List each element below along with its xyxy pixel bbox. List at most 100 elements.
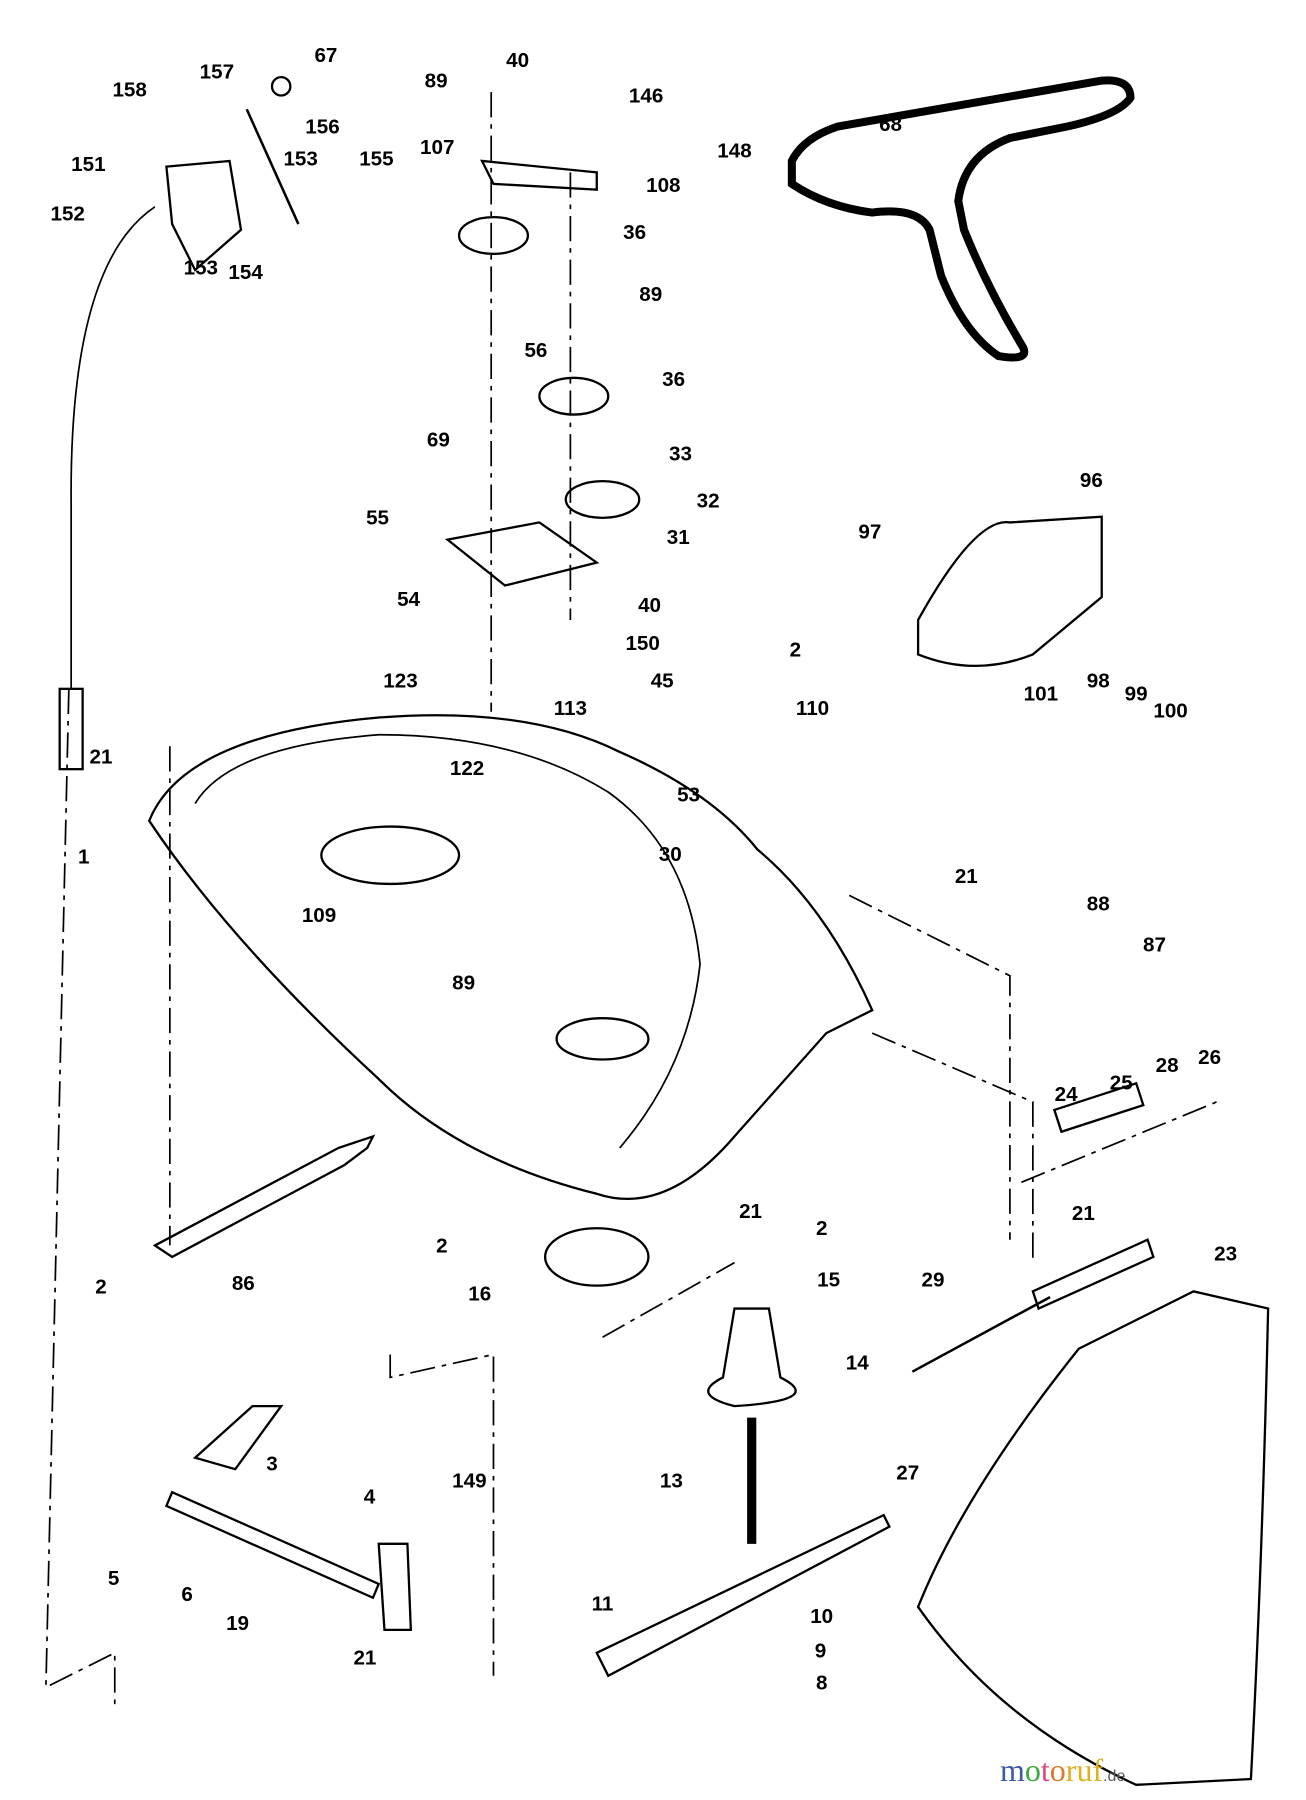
watermark-brand: motoruf [1000,1752,1103,1788]
part-label-146: 146 [629,84,663,107]
part-label-2: 2 [816,1217,827,1240]
watermark-letter: u [1076,1752,1093,1788]
part-label-5: 5 [108,1567,119,1590]
part-label-69: 69 [427,429,450,452]
watermark-letter: o [1024,1752,1041,1788]
part-label-2: 2 [790,639,801,662]
watermark-letter: o [1049,1752,1066,1788]
part-label-157: 157 [200,60,234,83]
part-label-53: 53 [677,783,700,806]
bracket-55 [444,521,600,587]
discharge-chute-27 [916,1290,1270,1786]
pulley-36-upper [457,216,530,256]
part-label-13: 13 [660,1470,683,1493]
part-label-19: 19 [226,1612,249,1635]
part-label-150: 150 [625,632,659,655]
part-label-24: 24 [1055,1083,1078,1106]
part-label-149: 149 [452,1470,486,1493]
part-label-27: 27 [896,1462,919,1485]
part-label-97: 97 [858,520,881,543]
watermark-letter: r [1065,1752,1077,1788]
part-label-89: 89 [452,972,475,995]
part-label-6: 6 [181,1583,192,1606]
part-label-2: 2 [95,1276,106,1299]
blade-11 [595,1513,891,1678]
part-label-67: 67 [314,44,337,67]
part-label-87: 87 [1143,934,1166,957]
part-label-21: 21 [739,1200,762,1223]
part-label-1: 1 [78,845,89,868]
part-label-29: 29 [922,1269,945,1292]
bracket-151 [165,159,243,272]
part-label-16: 16 [468,1283,491,1306]
spring-25 [1052,1081,1145,1134]
part-label-15: 15 [817,1269,840,1292]
bracket-4 [377,1542,413,1632]
part-label-56: 56 [524,339,547,362]
part-label-26: 26 [1198,1046,1221,1069]
lever-157 [245,108,300,225]
part-label-40: 40 [638,594,661,617]
idler-arm-108 [480,159,598,191]
deck-pulley [320,825,461,886]
part-label-153: 153 [184,257,218,280]
part-label-8: 8 [816,1672,827,1695]
part-label-14: 14 [846,1351,869,1374]
part-label-86: 86 [232,1272,255,1295]
knob-67 [270,76,292,97]
part-label-99: 99 [1125,682,1148,705]
part-label-45: 45 [651,670,674,693]
part-label-23: 23 [1214,1242,1237,1265]
part-label-32: 32 [697,490,720,513]
watermark-letter: t [1040,1752,1050,1788]
part-label-156: 156 [305,115,339,138]
part-label-40: 40 [506,49,529,72]
belt-68 [787,76,1135,362]
part-label-109: 109 [302,904,336,927]
part-label-3: 3 [266,1452,277,1475]
part-label-9: 9 [815,1639,826,1662]
part-label-100: 100 [1153,700,1187,723]
part-label-101: 101 [1024,682,1058,705]
part-label-148: 148 [717,139,751,162]
pulley-36-lower [538,376,610,416]
watermark-letter: m [1000,1752,1025,1788]
part-label-10: 10 [810,1605,833,1628]
part-label-36: 36 [662,368,685,391]
baffle-16 [543,1227,650,1287]
pulley-32 [564,479,641,519]
part-label-89: 89 [639,283,662,306]
part-label-30: 30 [659,843,682,866]
part-label-21: 21 [353,1646,376,1669]
watermark-tld: .de [1103,1768,1126,1785]
bracket-3 [192,1404,284,1471]
part-label-96: 96 [1080,469,1103,492]
part-label-68: 68 [879,113,902,136]
part-label-33: 33 [669,442,692,465]
mower-deck [147,714,874,1201]
spindle-14 [707,1307,797,1408]
part-label-21: 21 [1072,1202,1095,1225]
part-label-88: 88 [1087,892,1110,915]
part-label-158: 158 [112,79,146,102]
part-label-55: 55 [366,507,389,530]
spring-cable [58,687,84,771]
part-label-54: 54 [397,588,420,611]
part-label-4: 4 [364,1486,376,1509]
part-label-25: 25 [1110,1071,1133,1094]
part-label-113: 113 [554,697,587,720]
part-label-21: 21 [955,865,978,888]
diagram-drawing [45,76,1270,1786]
part-label-2: 2 [436,1234,447,1257]
part-label-123: 123 [383,670,417,693]
part-label-98: 98 [1087,670,1110,693]
cable-152 [70,206,156,689]
part-label-155: 155 [359,148,393,171]
part-label-107: 107 [420,136,454,159]
part-label-11: 11 [592,1592,614,1615]
part-label-151: 151 [71,153,105,176]
rod-29 [911,1295,1051,1373]
part-label-31: 31 [667,526,690,549]
